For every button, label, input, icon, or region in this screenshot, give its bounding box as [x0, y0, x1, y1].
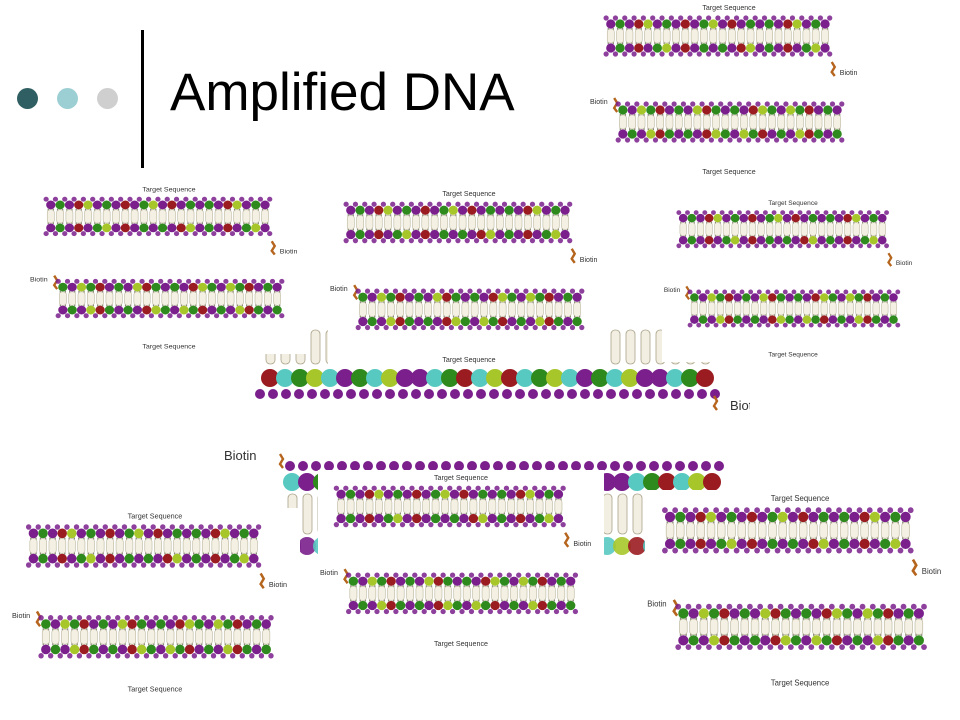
zoomed-biotin-marker-lower: [278, 453, 285, 469]
lower-dna-duplex: [55, 278, 285, 319]
biotin-marker-lower: [52, 275, 59, 290]
biotin-marker-lower: [612, 97, 619, 113]
target-sequence-label-bottom: Target Sequence: [434, 640, 488, 648]
biotin-marker-upper: [570, 248, 577, 264]
target-sequence-label-bottom: Target Sequence: [142, 343, 195, 350]
biotin-marker-upper: [270, 240, 277, 256]
bullet-dot-2: [57, 88, 78, 109]
biotin-marker-lower: [352, 284, 359, 300]
target-sequence-label-top: Target Sequence: [702, 5, 755, 12]
lower-dna-duplex: [615, 101, 845, 143]
upper-dna-duplex: [343, 201, 573, 244]
biotin-marker-lower: [35, 610, 42, 627]
biotin-label-upper: Biotin: [840, 70, 858, 77]
lower-dna-duplex: [345, 572, 579, 615]
biotin-marker-upper: [830, 61, 837, 77]
biotin-marker-upper: [911, 558, 918, 577]
biotin-marker-lower: [672, 599, 679, 617]
lower-dna-duplex: [675, 603, 927, 651]
target-sequence-label-top: Target Sequence: [142, 187, 195, 194]
title-divider: [141, 30, 144, 168]
zoomed-biotin-label-lower: Biotin: [224, 448, 257, 463]
target-sequence-label-top: Target Sequence: [768, 200, 818, 207]
lower-dna-duplex: [38, 615, 274, 659]
biotin-label-lower: Biotin: [30, 277, 48, 284]
target-sequence-label-top: Target Sequence: [128, 511, 183, 520]
zoomed-biotin-marker-upper: [712, 395, 719, 411]
slide-title: Amplified DNA: [170, 63, 515, 122]
biotin-marker-upper: [563, 532, 570, 548]
biotin-label-upper: Biotin: [922, 567, 941, 576]
target-sequence-label-top: Target Sequence: [771, 494, 830, 503]
bullet-dot-3: [97, 88, 118, 109]
zoomed-biotin-label-upper: Biotin: [730, 398, 750, 413]
biotin-label-lower: Biotin: [590, 99, 608, 106]
biotin-label-upper: Biotin: [269, 580, 287, 589]
upper-dna-duplex: [43, 196, 273, 237]
biotin-marker-upper: [887, 252, 893, 267]
target-sequence-label-top: Target Sequence: [442, 191, 495, 198]
target-sequence-label-bottom: Target Sequence: [128, 685, 183, 694]
target-sequence-label-bottom: Target Sequence: [442, 357, 495, 364]
target-sequence-label-bottom: Target Sequence: [771, 678, 830, 687]
target-sequence-label-bottom: Target Sequence: [702, 169, 755, 176]
biotin-marker-upper: [259, 572, 266, 589]
target-sequence-label-bottom: Target Sequence: [768, 352, 818, 359]
biotin-marker-lower: [684, 285, 691, 300]
upper-dna-duplex: [603, 15, 833, 57]
upper-dna-duplex: [662, 507, 914, 554]
lower-dna-duplex: [355, 288, 585, 331]
biotin-label-upper: Biotin: [573, 540, 591, 548]
biotin-label-lower: Biotin: [330, 286, 348, 293]
lower-dna-duplex: [687, 289, 901, 328]
upper-dna-duplex: [676, 210, 890, 249]
biotin-label-upper: Biotin: [580, 257, 598, 264]
biotin-label-lower: Biotin: [647, 600, 666, 609]
biotin-label-lower: Biotin: [320, 569, 338, 577]
biotin-label-lower: Biotin: [12, 611, 30, 620]
target-sequence-label-top: Target Sequence: [434, 474, 488, 482]
biotin-marker-lower: [343, 568, 350, 584]
biotin-label-lower: Biotin: [664, 287, 681, 294]
biotin-label-upper: Biotin: [280, 249, 298, 256]
biotin-label-upper: Biotin: [896, 260, 913, 267]
upper-dna-duplex: [333, 485, 566, 528]
bullet-dot-1: [17, 88, 38, 109]
upper-dna-duplex: [25, 524, 262, 568]
